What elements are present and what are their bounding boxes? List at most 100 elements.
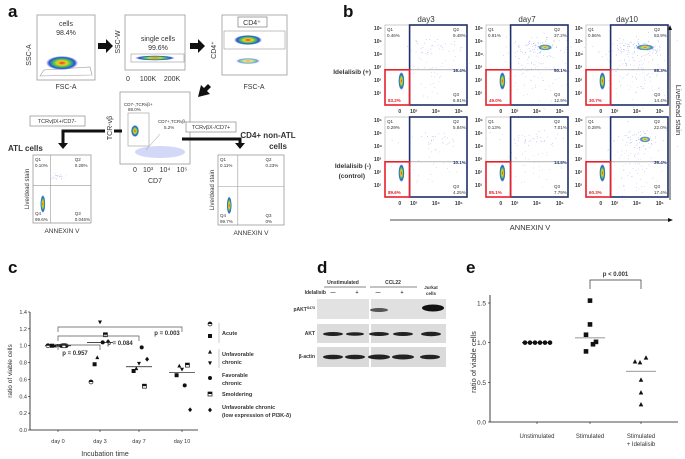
arrow-right-icon <box>668 218 673 222</box>
data-point <box>134 366 139 371</box>
event-dot <box>639 74 641 76</box>
event-dot <box>533 155 535 157</box>
event-dot <box>564 52 565 53</box>
y-tick: 10⁵ <box>374 131 383 137</box>
event-dot <box>633 44 634 46</box>
legend-marker <box>208 361 212 366</box>
gate-box-left <box>29 115 86 127</box>
event-dot <box>433 87 435 88</box>
event-dot <box>524 142 526 144</box>
event-dot <box>530 50 532 52</box>
group-ccl22: CCL22 <box>385 280 401 286</box>
event-dot <box>625 150 627 151</box>
event-dot <box>537 42 539 43</box>
y-axis-label: ratio of viable cells <box>7 344 14 398</box>
data-point <box>638 377 644 382</box>
x-tick: 0 <box>499 109 502 115</box>
event-dot <box>565 49 567 51</box>
event-dot <box>642 62 644 64</box>
event-dot <box>627 84 628 86</box>
event-dot <box>534 51 536 53</box>
event-dot <box>644 78 645 80</box>
event-dot <box>646 182 648 184</box>
event-dot <box>563 138 564 139</box>
event-dot <box>540 140 542 142</box>
event-dot <box>642 72 644 74</box>
dead-gate <box>408 24 468 106</box>
event-dot <box>566 40 568 41</box>
data-point <box>590 341 596 347</box>
event-dot <box>608 51 610 52</box>
gate-value: 99.6% <box>148 45 168 52</box>
x-tick: 10³ <box>143 167 154 174</box>
event-dot <box>558 39 560 41</box>
event-dot <box>632 56 634 58</box>
event-dot <box>623 76 625 78</box>
event-dot <box>427 96 428 98</box>
event-dot <box>634 59 636 61</box>
event-dot <box>538 170 540 171</box>
event-dot <box>629 64 631 65</box>
event-dot <box>451 43 452 45</box>
event-dot <box>622 199 623 201</box>
event-dot <box>424 87 426 89</box>
event-dot <box>616 71 618 73</box>
sign: — <box>376 290 381 296</box>
band <box>345 354 365 360</box>
event-dot <box>524 85 526 87</box>
event-dot <box>525 151 527 152</box>
event-dot <box>432 163 434 165</box>
q1-label: Q1 <box>488 27 495 32</box>
cell-density <box>131 125 139 137</box>
flow-plot-cd4: CD4⁺ CD4⁺ FSC-A <box>211 14 288 91</box>
live-gate <box>485 69 512 106</box>
event-dot <box>556 96 558 98</box>
event-dot <box>628 137 630 138</box>
event-dot <box>416 41 418 43</box>
event-dot <box>641 192 643 193</box>
event-dot <box>506 89 507 91</box>
event-dot <box>584 47 586 49</box>
event-dot <box>431 75 432 77</box>
event-dot <box>418 175 419 177</box>
legend: Acute Unfavorable chronic Favorable chro… <box>218 323 291 419</box>
data-point <box>98 320 102 325</box>
x-tick: 10⁵ <box>455 109 464 115</box>
event-dot <box>644 55 646 56</box>
event-dot <box>644 79 646 81</box>
event-dot <box>430 140 432 142</box>
x-tick: 10⁴ <box>160 167 171 174</box>
event-dot <box>608 60 610 62</box>
x-tick: 10³ <box>611 201 619 207</box>
event-dot <box>536 135 538 137</box>
dead-gate <box>509 116 569 198</box>
y-tick: 10⁴ <box>374 52 383 58</box>
event-dot <box>644 133 645 134</box>
event-dot <box>552 45 553 47</box>
y-axis-label: SSC-A <box>26 44 33 66</box>
event-dot <box>657 34 658 36</box>
event-dot <box>632 135 634 136</box>
event-dot <box>623 49 624 50</box>
cell-density <box>135 55 175 61</box>
cell-density <box>236 58 260 64</box>
flow-plot-day7-control: Q10.13%Q27.01%Q37.79%14.8%85.1%10⁶10⁵10⁴… <box>475 116 569 207</box>
x-axis-label: ANNEXIN V <box>44 228 80 235</box>
event-dot <box>547 136 548 138</box>
event-dot <box>522 68 523 70</box>
event-dot <box>648 72 649 74</box>
event-dot <box>525 76 527 77</box>
band <box>346 332 364 336</box>
q3-label: Q3 <box>554 92 561 97</box>
event-dot <box>625 199 627 201</box>
event-dot <box>533 167 534 169</box>
event-dot <box>437 39 438 40</box>
event-dot <box>521 135 523 137</box>
event-dot <box>631 176 632 177</box>
x-axis-label: CD7 <box>148 178 162 185</box>
flow-plot-day10-control: Q10.28%Q222.0%Q317.4%39.4%60.3%10⁶10⁵10⁴… <box>575 116 678 207</box>
y-tick: 10⁶ <box>475 118 483 124</box>
legend-fav: Favorable <box>222 373 248 379</box>
q2-label: Q2 <box>266 157 273 162</box>
flow-plot-day3-idelalisib: Q10.46%Q29.48%Q36.91%16.4%83.2%10⁶10⁵10⁴… <box>374 24 485 115</box>
